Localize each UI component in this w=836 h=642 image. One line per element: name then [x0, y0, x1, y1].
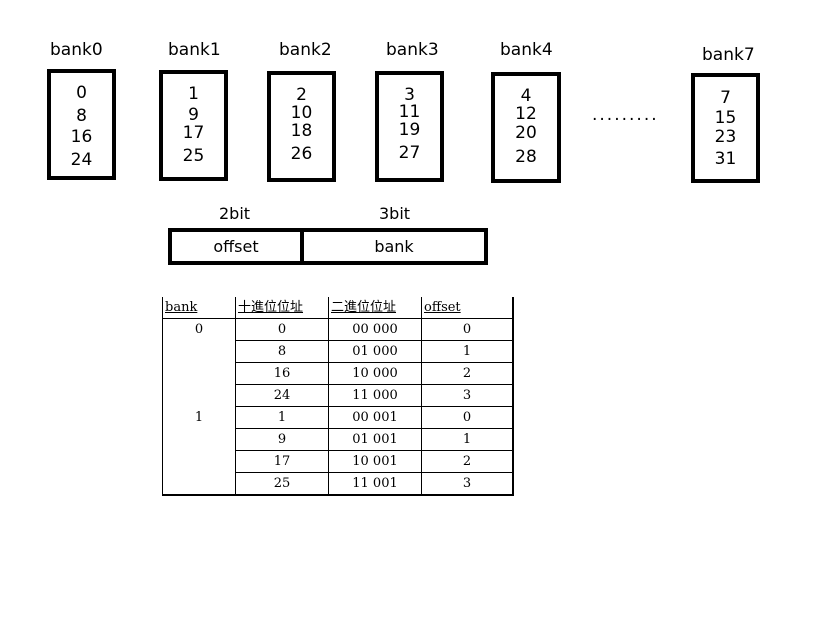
- table-row: 24 11 000 3: [162, 384, 514, 407]
- bank-value: 12: [515, 104, 537, 124]
- bank-value: 1: [188, 84, 199, 104]
- bank-value: 19: [398, 120, 421, 140]
- bank-value: 18: [290, 121, 313, 141]
- bank-value: 31: [714, 149, 737, 169]
- bank-label-0: bank0: [50, 40, 103, 60]
- bank-label-7: bank7: [702, 45, 755, 65]
- cell-offset: 1: [421, 340, 514, 363]
- cell-bank: [162, 428, 236, 451]
- bank-value: 3: [404, 85, 415, 105]
- cell-binary: 00 001: [328, 406, 422, 429]
- bank-value: 10: [290, 103, 313, 123]
- cell-offset: 2: [421, 450, 514, 473]
- bank-value: 15: [714, 108, 737, 128]
- cell-binary: 10 000: [328, 362, 422, 385]
- cell-decimal: 25: [235, 472, 329, 496]
- address-mapping-table: bank 十進位位址 二進位位址 offset 0 0 00 000 0 8 0…: [162, 297, 514, 496]
- cell-binary: 01 001: [328, 428, 422, 451]
- cell-bank: 1: [162, 406, 236, 429]
- table-row: 16 10 000 2: [162, 362, 514, 385]
- table-row: 17 10 001 2: [162, 450, 514, 473]
- bank-value: 24: [70, 150, 93, 170]
- cell-bank: [162, 472, 236, 496]
- bank-field: bank: [300, 228, 488, 265]
- bank-label-3: bank3: [386, 40, 439, 60]
- bank-value: 8: [76, 106, 87, 126]
- bank-value: 11: [398, 102, 421, 122]
- cell-bank: [162, 340, 236, 363]
- header-decimal-address: 十進位位址: [235, 297, 329, 319]
- bank-value: 28: [515, 147, 537, 167]
- cell-decimal: 1: [235, 406, 329, 429]
- cell-offset: 0: [421, 406, 514, 429]
- bank-value: 23: [714, 127, 737, 147]
- bank-box-2: 2 10 18 26: [267, 71, 336, 182]
- bank-box-0: 0 8 16 24: [47, 69, 116, 180]
- bank-box-7: 7 15 23 31: [691, 73, 760, 183]
- cell-decimal: 8: [235, 340, 329, 363]
- cell-bank: [162, 450, 236, 473]
- table-header-row: bank 十進位位址 二進位位址 offset: [162, 297, 514, 319]
- cell-decimal: 0: [235, 318, 329, 341]
- cell-decimal: 16: [235, 362, 329, 385]
- header-bank: bank: [162, 297, 236, 319]
- cell-binary: 10 001: [328, 450, 422, 473]
- bank-value: 17: [182, 123, 205, 143]
- table-row: 1 1 00 001 0: [162, 406, 514, 429]
- cell-bank: 0: [162, 318, 236, 341]
- cell-binary: 11 000: [328, 384, 422, 407]
- bank-box-4: 4 12 20 28: [491, 72, 561, 183]
- cell-decimal: 24: [235, 384, 329, 407]
- bank-box-3: 3 11 19 27: [375, 71, 444, 182]
- cell-bank: [162, 362, 236, 385]
- header-binary-address: 二進位位址: [328, 297, 422, 319]
- bank-value: 27: [398, 143, 421, 163]
- header-offset: offset: [421, 297, 514, 319]
- bank-value: 25: [182, 146, 205, 166]
- bank-bits-label: 3bit: [379, 204, 411, 223]
- bank-value: 9: [188, 105, 199, 125]
- bank-label-4: bank4: [500, 40, 553, 60]
- cell-binary: 01 000: [328, 340, 422, 363]
- bank-label-1: bank1: [168, 40, 221, 60]
- cell-offset: 3: [421, 472, 514, 496]
- cell-bank: [162, 384, 236, 407]
- offset-field: offset: [168, 228, 304, 265]
- bank-box-1: 1 9 17 25: [159, 70, 228, 181]
- cell-offset: 3: [421, 384, 514, 407]
- cell-decimal: 9: [235, 428, 329, 451]
- cell-binary: 11 001: [328, 472, 422, 496]
- bank-value: 0: [76, 83, 87, 103]
- more-banks-ellipsis: ·········: [592, 110, 659, 130]
- bank-label-2: bank2: [279, 40, 332, 60]
- table-row: 25 11 001 3: [162, 472, 514, 496]
- table-row: 8 01 000 1: [162, 340, 514, 363]
- bank-value: 4: [520, 86, 532, 106]
- bank-value: 20: [515, 123, 537, 143]
- bank-value: 2: [296, 85, 307, 105]
- cell-offset: 2: [421, 362, 514, 385]
- table-row: 9 01 001 1: [162, 428, 514, 451]
- table-row: 0 0 00 000 0: [162, 318, 514, 341]
- cell-binary: 00 000: [328, 318, 422, 341]
- cell-offset: 0: [421, 318, 514, 341]
- cell-decimal: 17: [235, 450, 329, 473]
- cell-offset: 1: [421, 428, 514, 451]
- bank-value: 7: [720, 88, 731, 108]
- bank-value: 26: [290, 144, 313, 164]
- bank-value: 16: [70, 127, 93, 147]
- offset-bits-label: 2bit: [219, 204, 251, 223]
